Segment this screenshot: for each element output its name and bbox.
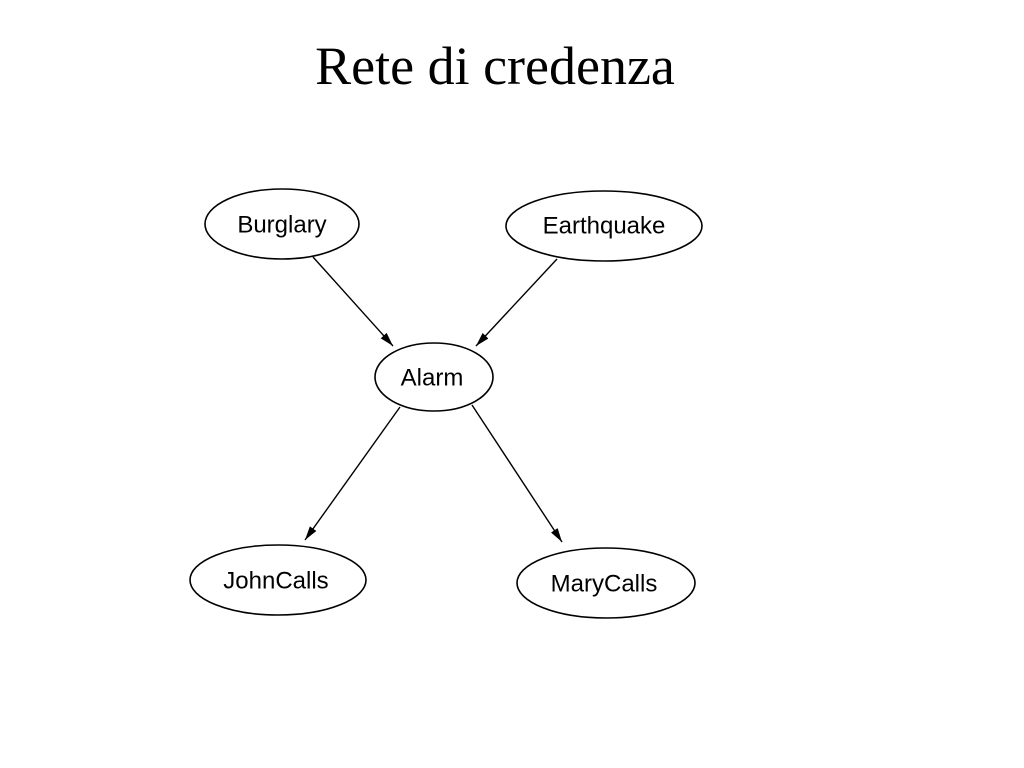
edge-burglary-alarm: [312, 256, 394, 347]
node-johncalls: JohnCalls: [189, 544, 367, 616]
node-alarm-shape: [374, 342, 494, 412]
node-johncalls-shape: [189, 544, 367, 616]
node-burglary: Burglary: [204, 188, 360, 260]
node-marycalls: MaryCalls: [516, 547, 696, 619]
node-marycalls-shape: [516, 547, 696, 619]
node-johncalls-label: JohnCalls: [223, 567, 328, 594]
node-burglary-label: Burglary: [237, 211, 326, 238]
node-earthquake: Earthquake: [505, 190, 703, 262]
edges: [304, 256, 563, 543]
node-earthquake-shape: [505, 190, 703, 262]
edge-earthquake-alarm: [475, 258, 558, 347]
node-alarm-label: Alarm: [401, 364, 464, 391]
edge-alarm-johncalls: [304, 406, 401, 541]
node-marycalls-label: MaryCalls: [551, 570, 658, 597]
node-alarm: Alarm: [374, 342, 494, 412]
slide-title: Rete di credenza: [315, 36, 675, 96]
node-earthquake-label: Earthquake: [543, 212, 666, 239]
edge-alarm-marycalls: [471, 404, 563, 543]
node-burglary-shape: [204, 188, 360, 260]
